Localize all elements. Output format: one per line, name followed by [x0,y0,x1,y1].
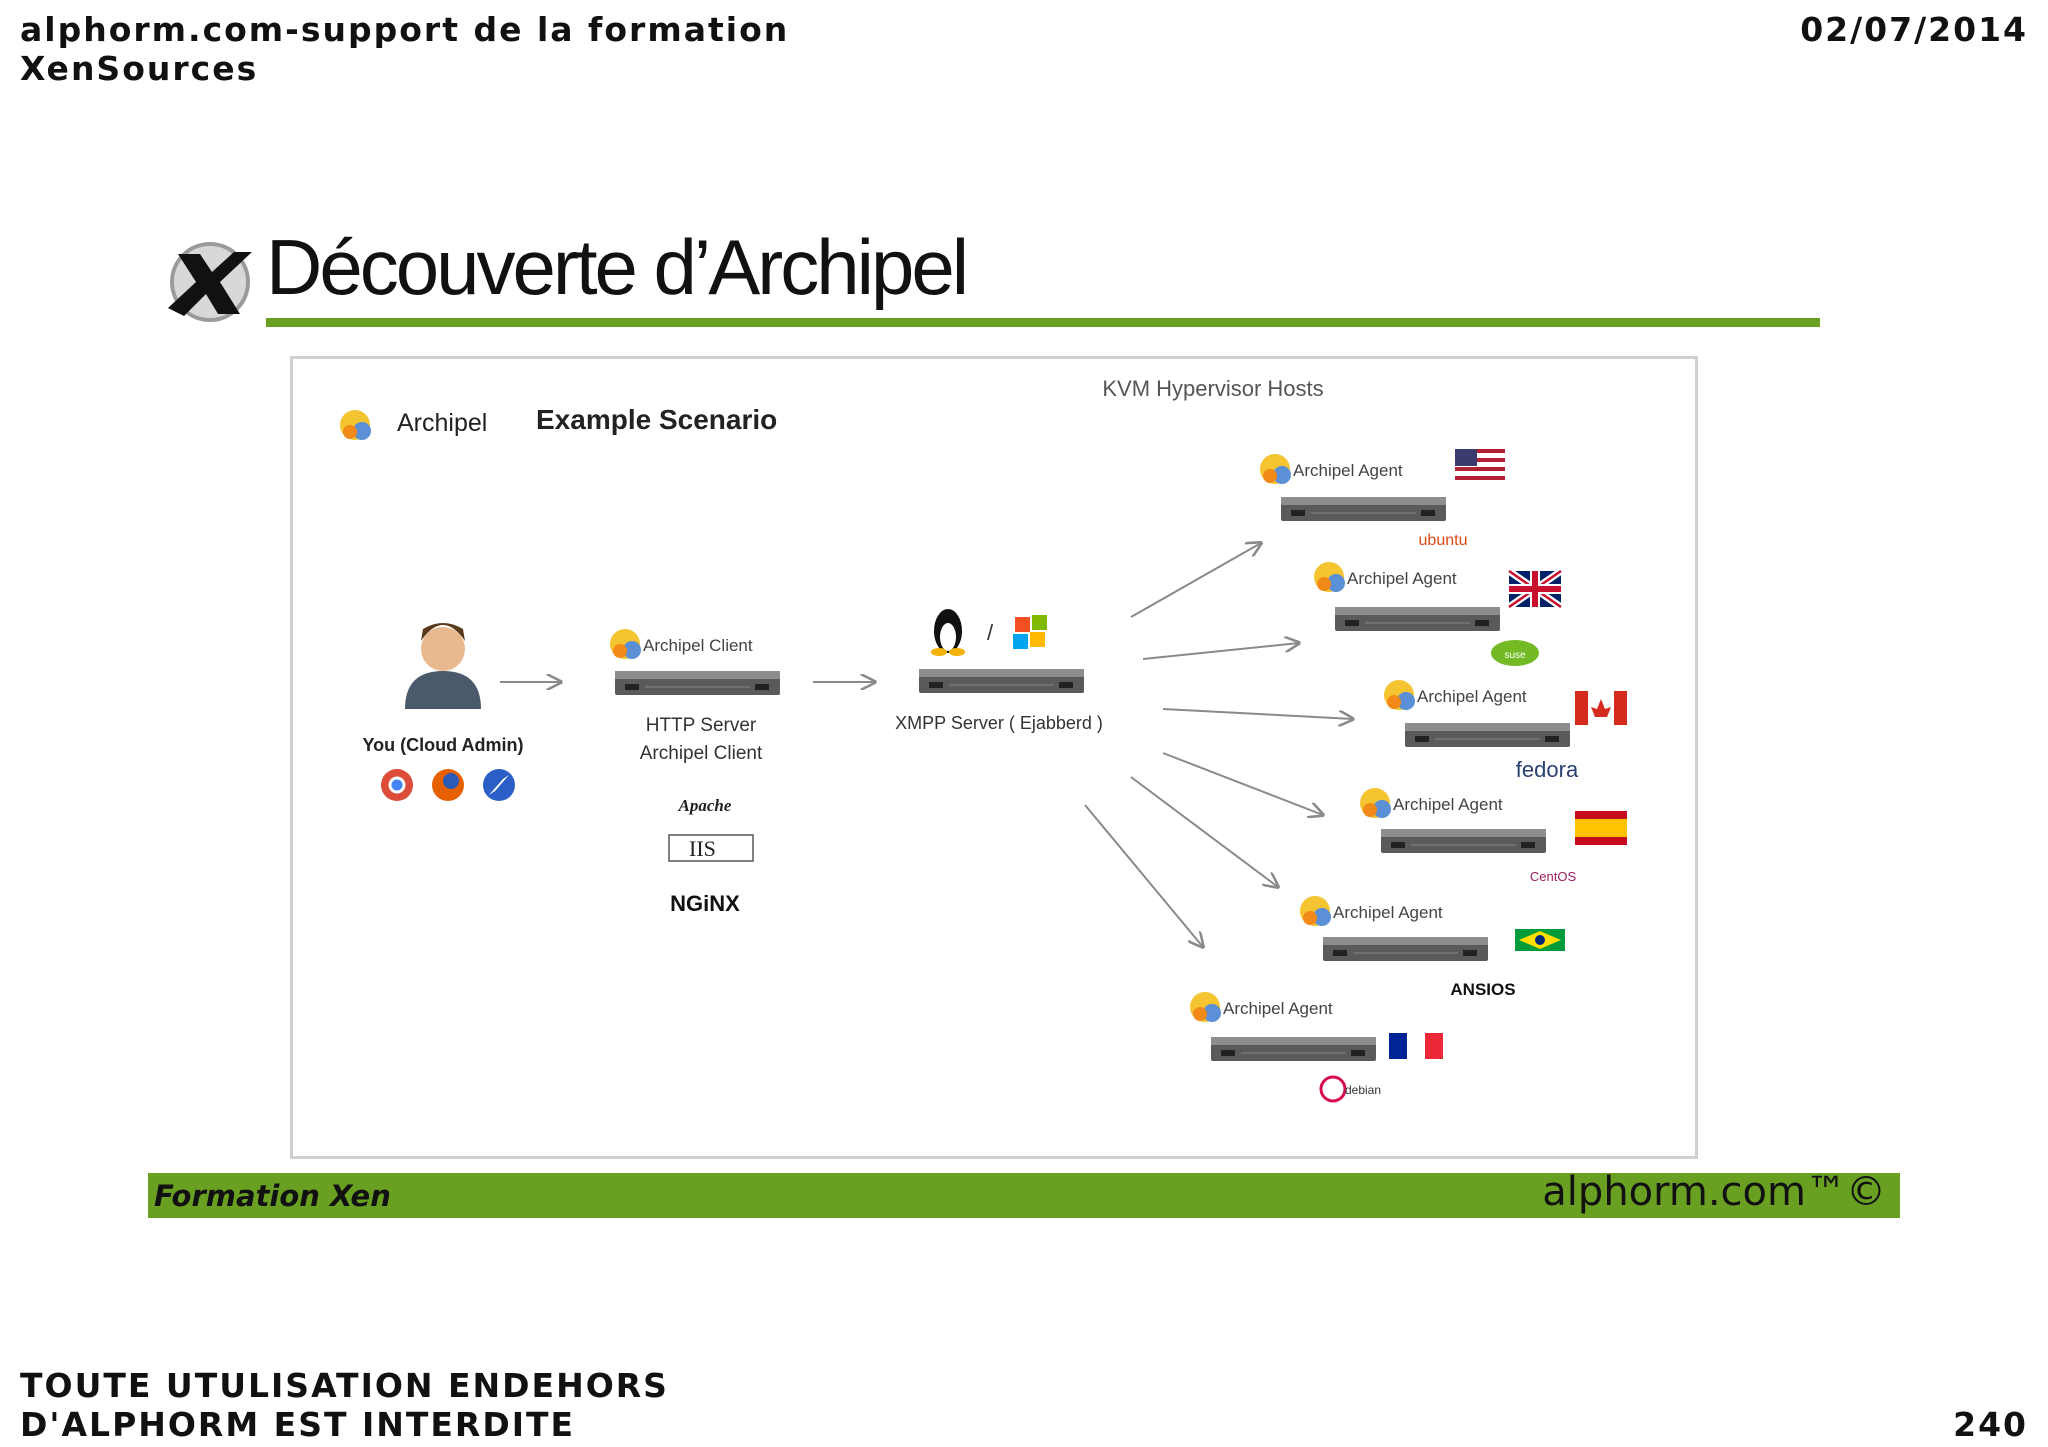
diagram-heading: Example Scenario [536,404,777,435]
iis-logo: IIS [689,836,716,861]
host-agent: Archipel Agent suse [1314,562,1563,666]
xen-logo-icon [168,242,252,322]
host-agent: Archipel Agent CentOS [1360,788,1627,884]
admin-label: You (Cloud Admin) [363,735,524,755]
chrome-icon [381,769,413,801]
hosts-title: KVM Hypervisor Hosts [1102,376,1323,401]
server-rack-icon [918,668,1085,694]
linux-tux-icon [931,609,965,656]
os-logo-text: fedora [1516,757,1579,782]
os-logo-text: suse [1504,650,1526,661]
user-icon [405,623,481,709]
http-line-1: HTTP Server [646,715,757,736]
host-agent: Archipel Agent debian [1190,992,1443,1103]
slide-footer-bar: Formation Xen alphorm.com™© [148,1169,1900,1218]
diagram-brand: Archipel [397,409,487,437]
archipel-logo-icon [340,410,371,440]
document-header-title: alphorm.com-support de la formation XenS… [20,10,790,88]
host-agent: Archipel Agent ANSIOS [1300,896,1565,999]
flag-fr-icon [1389,1033,1443,1059]
agent-caption: Archipel Agent [1293,461,1403,480]
document-footer-notice: TOUTE UTULISATION ENDEHORS D'ALPHORM EST… [20,1366,669,1444]
agent-caption: Archipel Agent [1417,687,1527,706]
suse-logo-icon: suse [1491,640,1539,666]
document-header-date: 02/07/2014 [1800,10,2028,49]
os-logo-text: CentOS [1530,869,1577,884]
debian-logo-icon: debian [1319,1075,1381,1103]
agent-caption: Archipel Agent [1333,903,1443,922]
server-rack-icon [614,670,781,696]
diagram-frame: Archipel Example Scenario KVM Hypervisor… [290,356,1698,1159]
flag-uk-icon [1507,568,1563,610]
footer-course-label: Formation Xen [154,1179,391,1213]
iis-logo-frame [668,834,754,862]
title-underline [266,318,1820,327]
archipel-logo-icon [610,629,641,659]
os-logo-text: ubuntu [1419,532,1468,549]
agent-caption: Archipel Agent [1393,795,1503,814]
nginx-logo: NGiNX [670,891,740,916]
host-agent: Archipel Agent fedora [1384,680,1627,782]
host-agent: Archipel Agent ubuntu [1260,449,1505,549]
os-logo-text: debian [1345,1083,1381,1097]
os-separator: / [987,620,994,645]
xmpp-label: XMPP Server ( Ejabberd ) [895,713,1103,733]
slide-title: Découverte d’Archipel [266,223,969,311]
windows-logo-icon [1013,615,1047,649]
footer-brand: alphorm.com™© [1542,1169,1886,1215]
archipel-diagram: Archipel Example Scenario KVM Hypervisor… [340,376,1627,1103]
page-number: 240 [1953,1405,2028,1444]
http-line-2: Archipel Client [640,743,763,764]
os-logo-text: ANSIOS [1450,980,1515,999]
apache-logo: Apache [678,796,732,815]
client-caption: Archipel Client [643,636,753,655]
flag-es-icon [1575,811,1627,845]
firefox-icon [432,769,464,801]
safari-icon [483,769,515,801]
flag-br-icon [1515,929,1565,951]
flag-ca-icon [1575,691,1627,725]
agent-caption: Archipel Agent [1223,999,1333,1018]
flag-us-icon [1455,449,1505,481]
agent-caption: Archipel Agent [1347,569,1457,588]
